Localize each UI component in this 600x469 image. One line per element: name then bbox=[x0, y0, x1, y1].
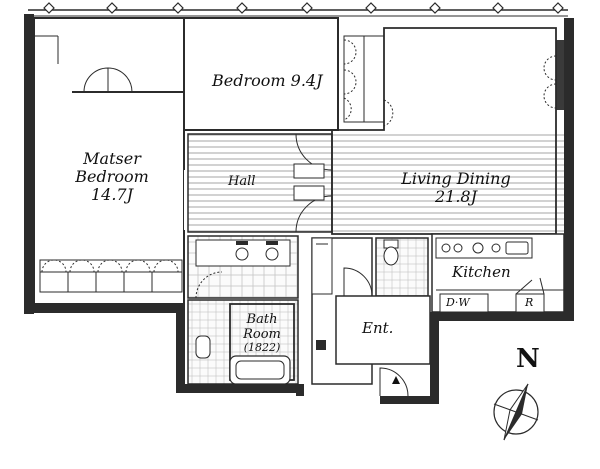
bedroom-label: Bedroom 9.4J bbox=[212, 71, 323, 90]
master-bedroom-size: 14.7J bbox=[90, 184, 134, 204]
bedroom-closet bbox=[343, 35, 385, 123]
master-bedroom-name-line2: Bedroom bbox=[75, 166, 149, 186]
washroom bbox=[187, 235, 299, 299]
living-dining-label: Living Dining 21.8J bbox=[390, 170, 522, 206]
bathroom-name: Bath bbox=[246, 312, 278, 327]
bathroom-name-line2: Room bbox=[243, 326, 281, 342]
entrance-label: Ent. bbox=[362, 319, 394, 337]
dishwasher-label: D·W bbox=[446, 296, 470, 309]
hall-label: Hall bbox=[228, 174, 256, 189]
wardrobe bbox=[39, 259, 183, 293]
refrigerator-label: R bbox=[525, 296, 534, 309]
closet-doors bbox=[72, 67, 184, 93]
kitchen-label: Kitchen bbox=[452, 263, 511, 281]
master-bedroom bbox=[33, 17, 188, 305]
bathroom-size: (1822) bbox=[243, 341, 281, 355]
kitchen bbox=[431, 233, 565, 313]
entrance bbox=[311, 237, 431, 397]
north-label: N bbox=[516, 344, 540, 374]
master-bedroom-label: Matser Bedroom 14.7J bbox=[70, 150, 154, 204]
hall-floor bbox=[187, 133, 333, 233]
bathroom bbox=[187, 299, 299, 385]
living-dining-size: 21.8J bbox=[434, 186, 478, 206]
compass-rose-icon bbox=[493, 383, 539, 441]
bathroom-label: Bath Room (1822) bbox=[234, 312, 290, 355]
exterior-walls bbox=[24, 14, 574, 404]
living-dining-name: Living Dining bbox=[401, 169, 511, 188]
toilet-room bbox=[375, 237, 429, 297]
master-bedroom-name: Matser bbox=[83, 149, 141, 168]
balcony bbox=[28, 2, 568, 17]
living-dining bbox=[331, 27, 564, 235]
bedroom bbox=[183, 17, 385, 131]
